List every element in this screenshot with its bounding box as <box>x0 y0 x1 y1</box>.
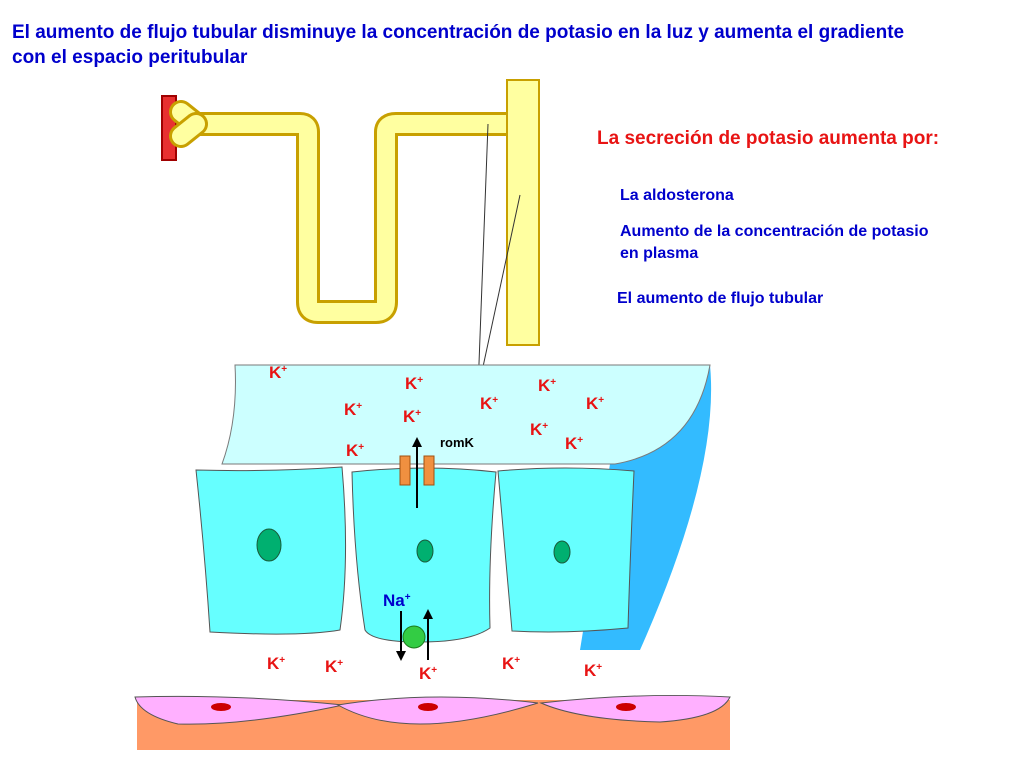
na-out-arrowhead <box>396 651 406 661</box>
slide-title: El aumento de flujo tubular disminuye la… <box>12 22 905 68</box>
endothelial-cell-2 <box>336 696 539 725</box>
romk-channel-left <box>399 455 411 486</box>
k-ion: K+ <box>267 654 285 673</box>
side-panel-heading: La secreción de potasio aumenta por: <box>597 128 940 149</box>
tubule-lumen <box>221 364 711 465</box>
zoom-line-left <box>477 123 489 391</box>
nucleus-middle <box>416 539 434 563</box>
romk-label: romK <box>440 435 475 450</box>
zoom-line-right <box>477 194 521 391</box>
side-item-tubular-flow: El aumento de flujo tubular <box>617 290 824 307</box>
k-ion: K+ <box>269 363 287 382</box>
na-k-pump <box>402 625 426 649</box>
k-ion: K+ <box>403 407 421 426</box>
k-ion: K+ <box>344 400 362 419</box>
k-ion: K+ <box>538 376 556 395</box>
endothelial-cell-1 <box>134 695 344 725</box>
k-ion: K+ <box>586 394 604 413</box>
nucleus-right <box>553 540 571 564</box>
k-ion: K+ <box>325 657 343 676</box>
k-ion: K+ <box>565 434 583 453</box>
endothelial-nucleus-2 <box>418 703 438 711</box>
k-ion: K+ <box>530 420 548 439</box>
k-in-arrowhead <box>423 609 433 619</box>
nucleus-left <box>256 528 282 562</box>
k-ion: K+ <box>346 441 364 460</box>
k-ion: K+ <box>480 394 498 413</box>
romk-channel-right <box>423 455 435 486</box>
nephron-tubule <box>169 79 540 346</box>
side-item-plasma-potassium: Aumento de la concentración de potasio e… <box>620 223 929 262</box>
k-ion: K+ <box>502 654 520 673</box>
endothelial-nucleus-3 <box>616 703 636 711</box>
k-secretion-arrowhead <box>412 437 422 447</box>
side-item-aldosterone: La aldosterona <box>620 187 734 204</box>
endothelial-nucleus-1 <box>211 703 231 711</box>
k-ion: K+ <box>584 661 602 680</box>
na-ion-label: Na+ <box>383 591 411 610</box>
k-ion-labels: K+ K+ K+ K+ K+ K+ K+ K+ K+ K+ K+ K+ K+ K… <box>267 363 604 683</box>
k-ion: K+ <box>405 374 423 393</box>
k-ion: K+ <box>419 664 437 683</box>
endothelial-cell-3 <box>539 694 731 723</box>
